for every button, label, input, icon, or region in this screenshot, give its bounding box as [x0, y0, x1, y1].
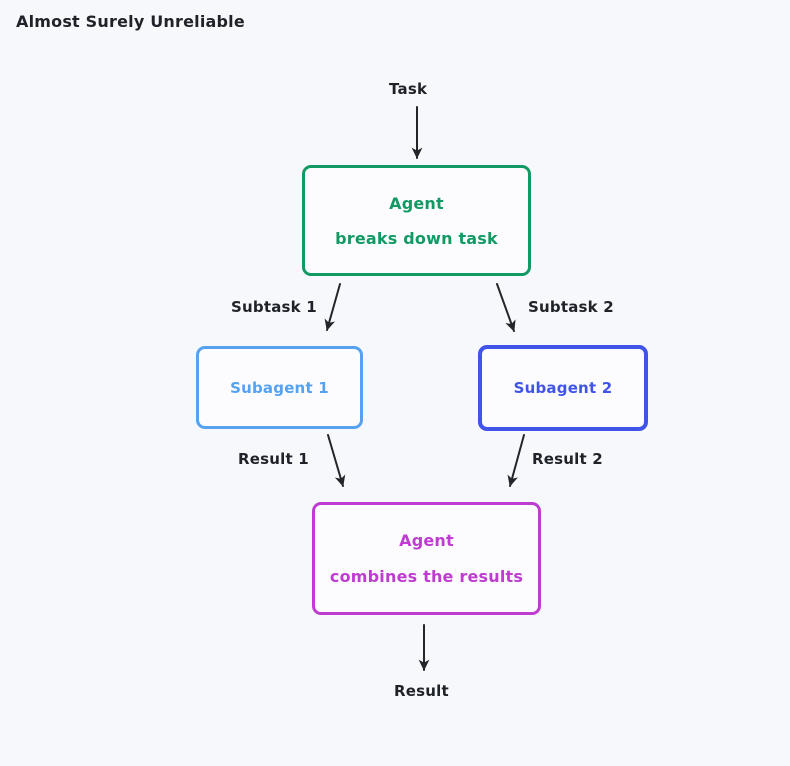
arrow-subtask-2 — [496, 283, 516, 332]
edge-label-subtask-1: Subtask 1 — [231, 298, 317, 316]
arrow-result-2 — [507, 434, 525, 487]
arrow-subtask-1 — [324, 283, 341, 331]
node-agent-top-subtitle: breaks down task — [335, 228, 498, 248]
node-agent-bottom-title: Agent — [399, 531, 454, 550]
edge-label-result-1: Result 1 — [238, 450, 309, 468]
edge-label-result: Result — [394, 682, 449, 700]
edge-label-task: Task — [389, 80, 428, 98]
edge-label-subtask-2: Subtask 2 — [528, 298, 614, 316]
node-subagent-2[interactable]: Subagent 2 — [478, 345, 648, 431]
node-agent-combines-results[interactable]: Agent combines the results — [312, 502, 541, 615]
node-subagent-2-title: Subagent 2 — [513, 379, 613, 397]
arrow-result-1 — [327, 434, 346, 487]
node-agent-top-title: Agent — [389, 193, 444, 213]
node-agent-breaks-down-task[interactable]: Agent breaks down task — [302, 165, 531, 276]
node-agent-bottom-subtitle: combines the results — [329, 567, 524, 586]
node-subagent-1-title: Subagent 1 — [230, 378, 329, 397]
edge-label-result-2: Result 2 — [532, 450, 603, 468]
page-title: Almost Surely Unreliable — [16, 12, 245, 31]
node-subagent-1[interactable]: Subagent 1 — [196, 346, 363, 429]
